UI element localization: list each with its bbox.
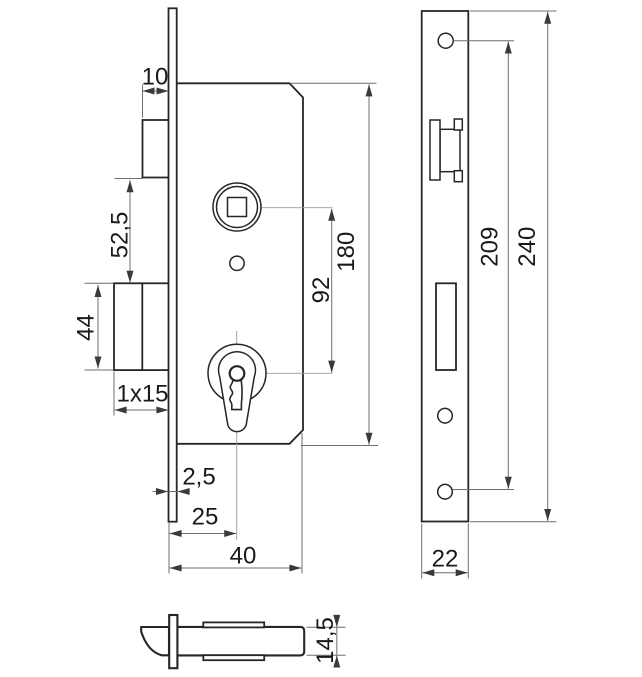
- dim-label-latch-thickness: 14,5: [312, 617, 339, 664]
- front-dimension-lines: [94, 84, 373, 572]
- latch-bolt-front: [141, 119, 170, 179]
- latch-top-view: 14,5: [140, 613, 346, 670]
- deadbolt-cutout: [435, 282, 457, 371]
- cylinder-fixing-hole: [436, 407, 454, 424]
- front-view: 10 52,5 44 1x15 2,5 25 40 92 180: [73, 7, 378, 574]
- key-bit-profile: [228, 380, 243, 411]
- dim-label-hole-spacing: 209: [477, 227, 504, 267]
- dim-label-latch-protrusion: 10: [142, 64, 169, 91]
- dim-label-follower-to-cylinder: 92: [308, 277, 335, 304]
- faceplate-dimension-lines: [422, 11, 552, 577]
- dim-label-faceplate-height: 240: [514, 227, 541, 267]
- latch-extension-lines: [306, 626, 346, 656]
- follower-square-hole: [226, 196, 248, 218]
- faceplate-edge-front: [167, 7, 178, 523]
- faceplate-dimension-labels: 209 240 22: [432, 227, 542, 573]
- dim-label-faceplate-thickness: 2,5: [182, 464, 215, 491]
- faceplate-view: 209 240 22: [420, 10, 557, 579]
- latch-bolt-side: [439, 128, 461, 173]
- key-pin-circle: [228, 365, 246, 382]
- cover-plate-lower: [202, 654, 266, 662]
- euro-profile-cutout: [217, 350, 257, 433]
- dim-label-case-depth: 40: [230, 543, 257, 570]
- screw-hole-top: [437, 32, 454, 49]
- dim-label-deadbolt-height: 44: [73, 314, 100, 341]
- lock-case-top-view: [177, 625, 306, 657]
- dim-label-deadbolt-chamfer: 1x15: [116, 381, 168, 408]
- latch-guide-top: [453, 118, 464, 131]
- screw-hole-bottom: [436, 483, 454, 500]
- dim-label-faceplate-width: 22: [432, 546, 459, 573]
- cover-plate-upper: [202, 621, 266, 629]
- latch-head-wedge: [140, 625, 171, 657]
- latch-face-bar: [429, 119, 441, 181]
- fixing-hole-front: [229, 255, 245, 272]
- dim-label-backset: 25: [192, 504, 219, 531]
- faceplate-extension-lines: [421, 10, 557, 579]
- faceplate-section-bar: [168, 613, 179, 670]
- front-dimension-labels: 10 52,5 44 1x15 2,5 25 40 92 180: [73, 64, 361, 570]
- latch-guide-bottom: [453, 169, 464, 183]
- dim-label-latch-to-deadbolt: 52,5: [107, 212, 134, 259]
- dim-label-case-height: 180: [333, 232, 360, 272]
- faceplate-body: [420, 10, 470, 523]
